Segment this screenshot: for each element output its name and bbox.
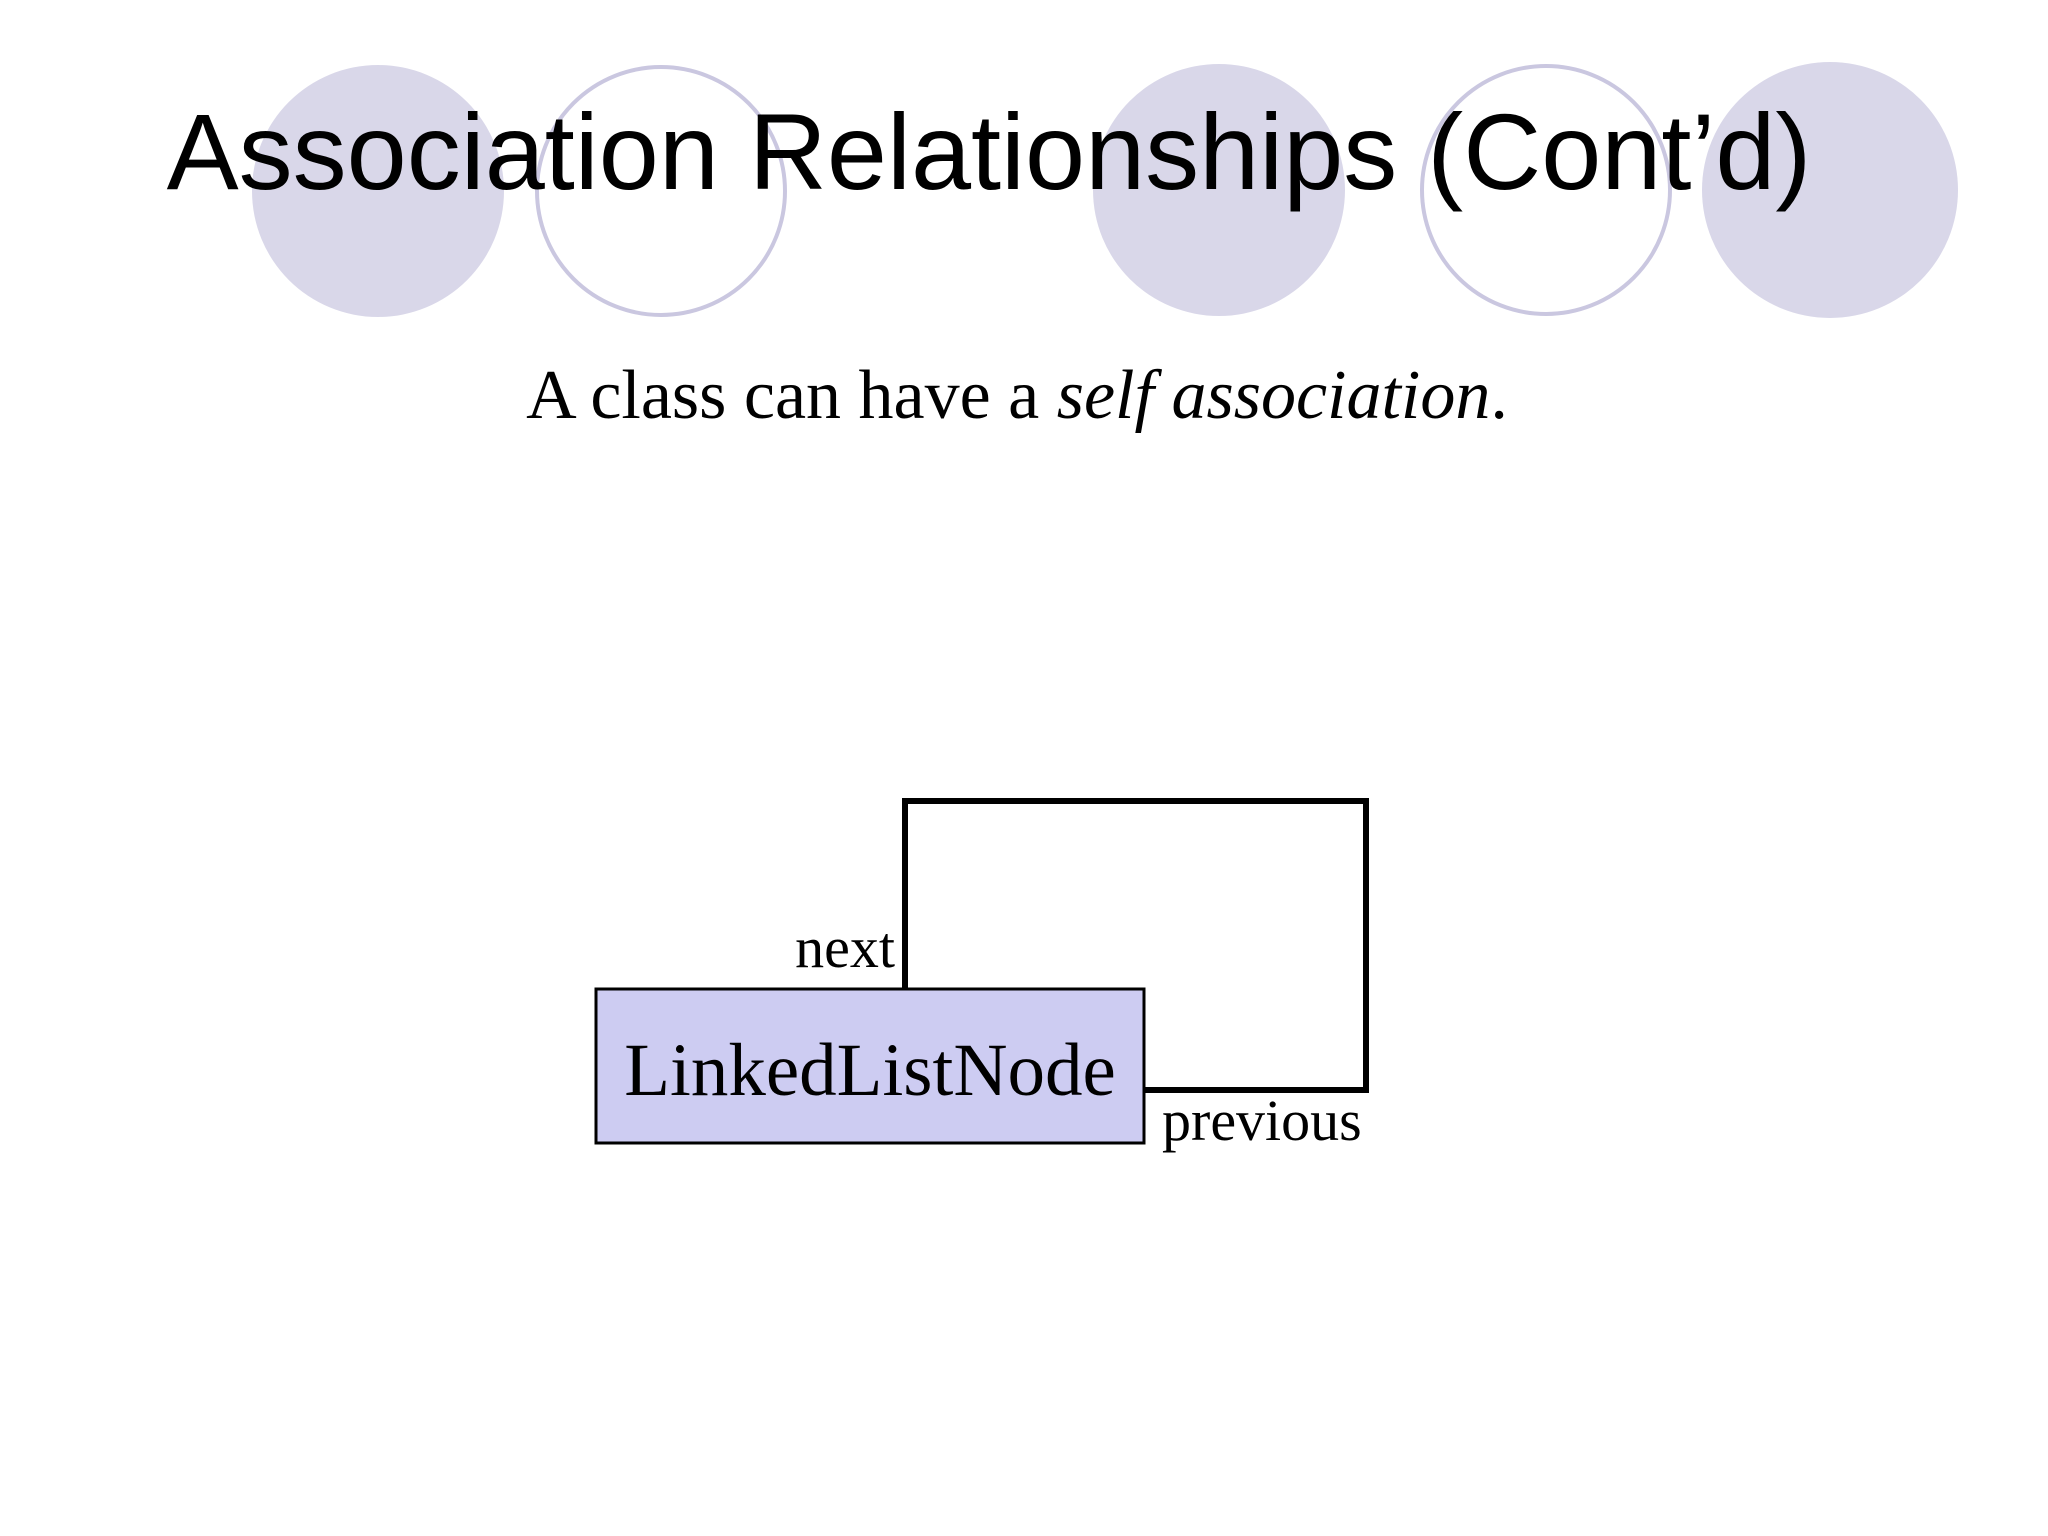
deco-circle-filled-1 [252,65,504,317]
association-role-label-previous: previous [1162,1088,1362,1153]
deco-circle-outlined-1 [535,65,787,317]
deco-circle-filled-3 [1702,62,1958,318]
deco-circle-outlined-2 [1420,64,1672,316]
association-role-label-next: next [795,915,895,980]
subtitle-text-prefix: A class can have a [526,357,1057,434]
slide-title: Association Relationships (Cont’d) [166,91,1812,212]
deco-circle-filled-2 [1093,64,1345,316]
class-box [594,987,1146,1145]
slide-subtitle: A class can have a self association. [0,356,2041,437]
decorative-circle-band [252,62,1958,318]
subtitle-text-suffix: . [1490,357,1508,434]
class-box-label: LinkedListNode [624,1029,1116,1112]
subtitle-text-emphasis: self association [1056,357,1491,434]
